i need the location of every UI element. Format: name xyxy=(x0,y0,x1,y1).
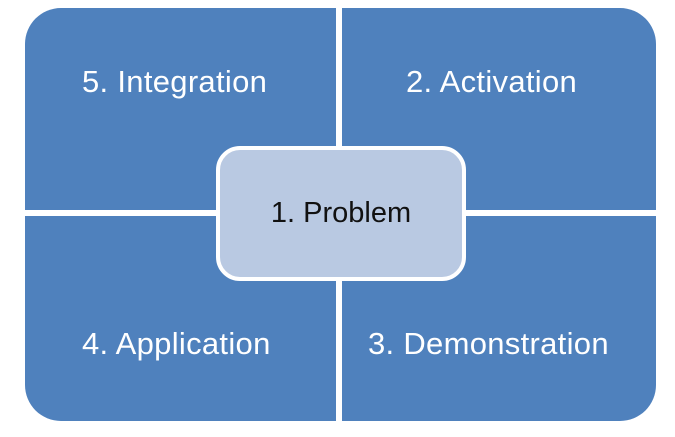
quadrant-label: 5. Integration xyxy=(82,64,268,99)
quadrant-label: 2. Activation xyxy=(406,64,578,99)
quadrant-label: 4. Application xyxy=(82,326,271,361)
center-node-problem: 1. Problem xyxy=(216,146,466,281)
center-label: 1. Problem xyxy=(270,197,412,229)
quadrant-label: 3. Demonstration xyxy=(368,326,609,361)
quadrant-application: 4. Application xyxy=(25,216,336,421)
quadrant-integration: 5. Integration xyxy=(25,8,336,210)
